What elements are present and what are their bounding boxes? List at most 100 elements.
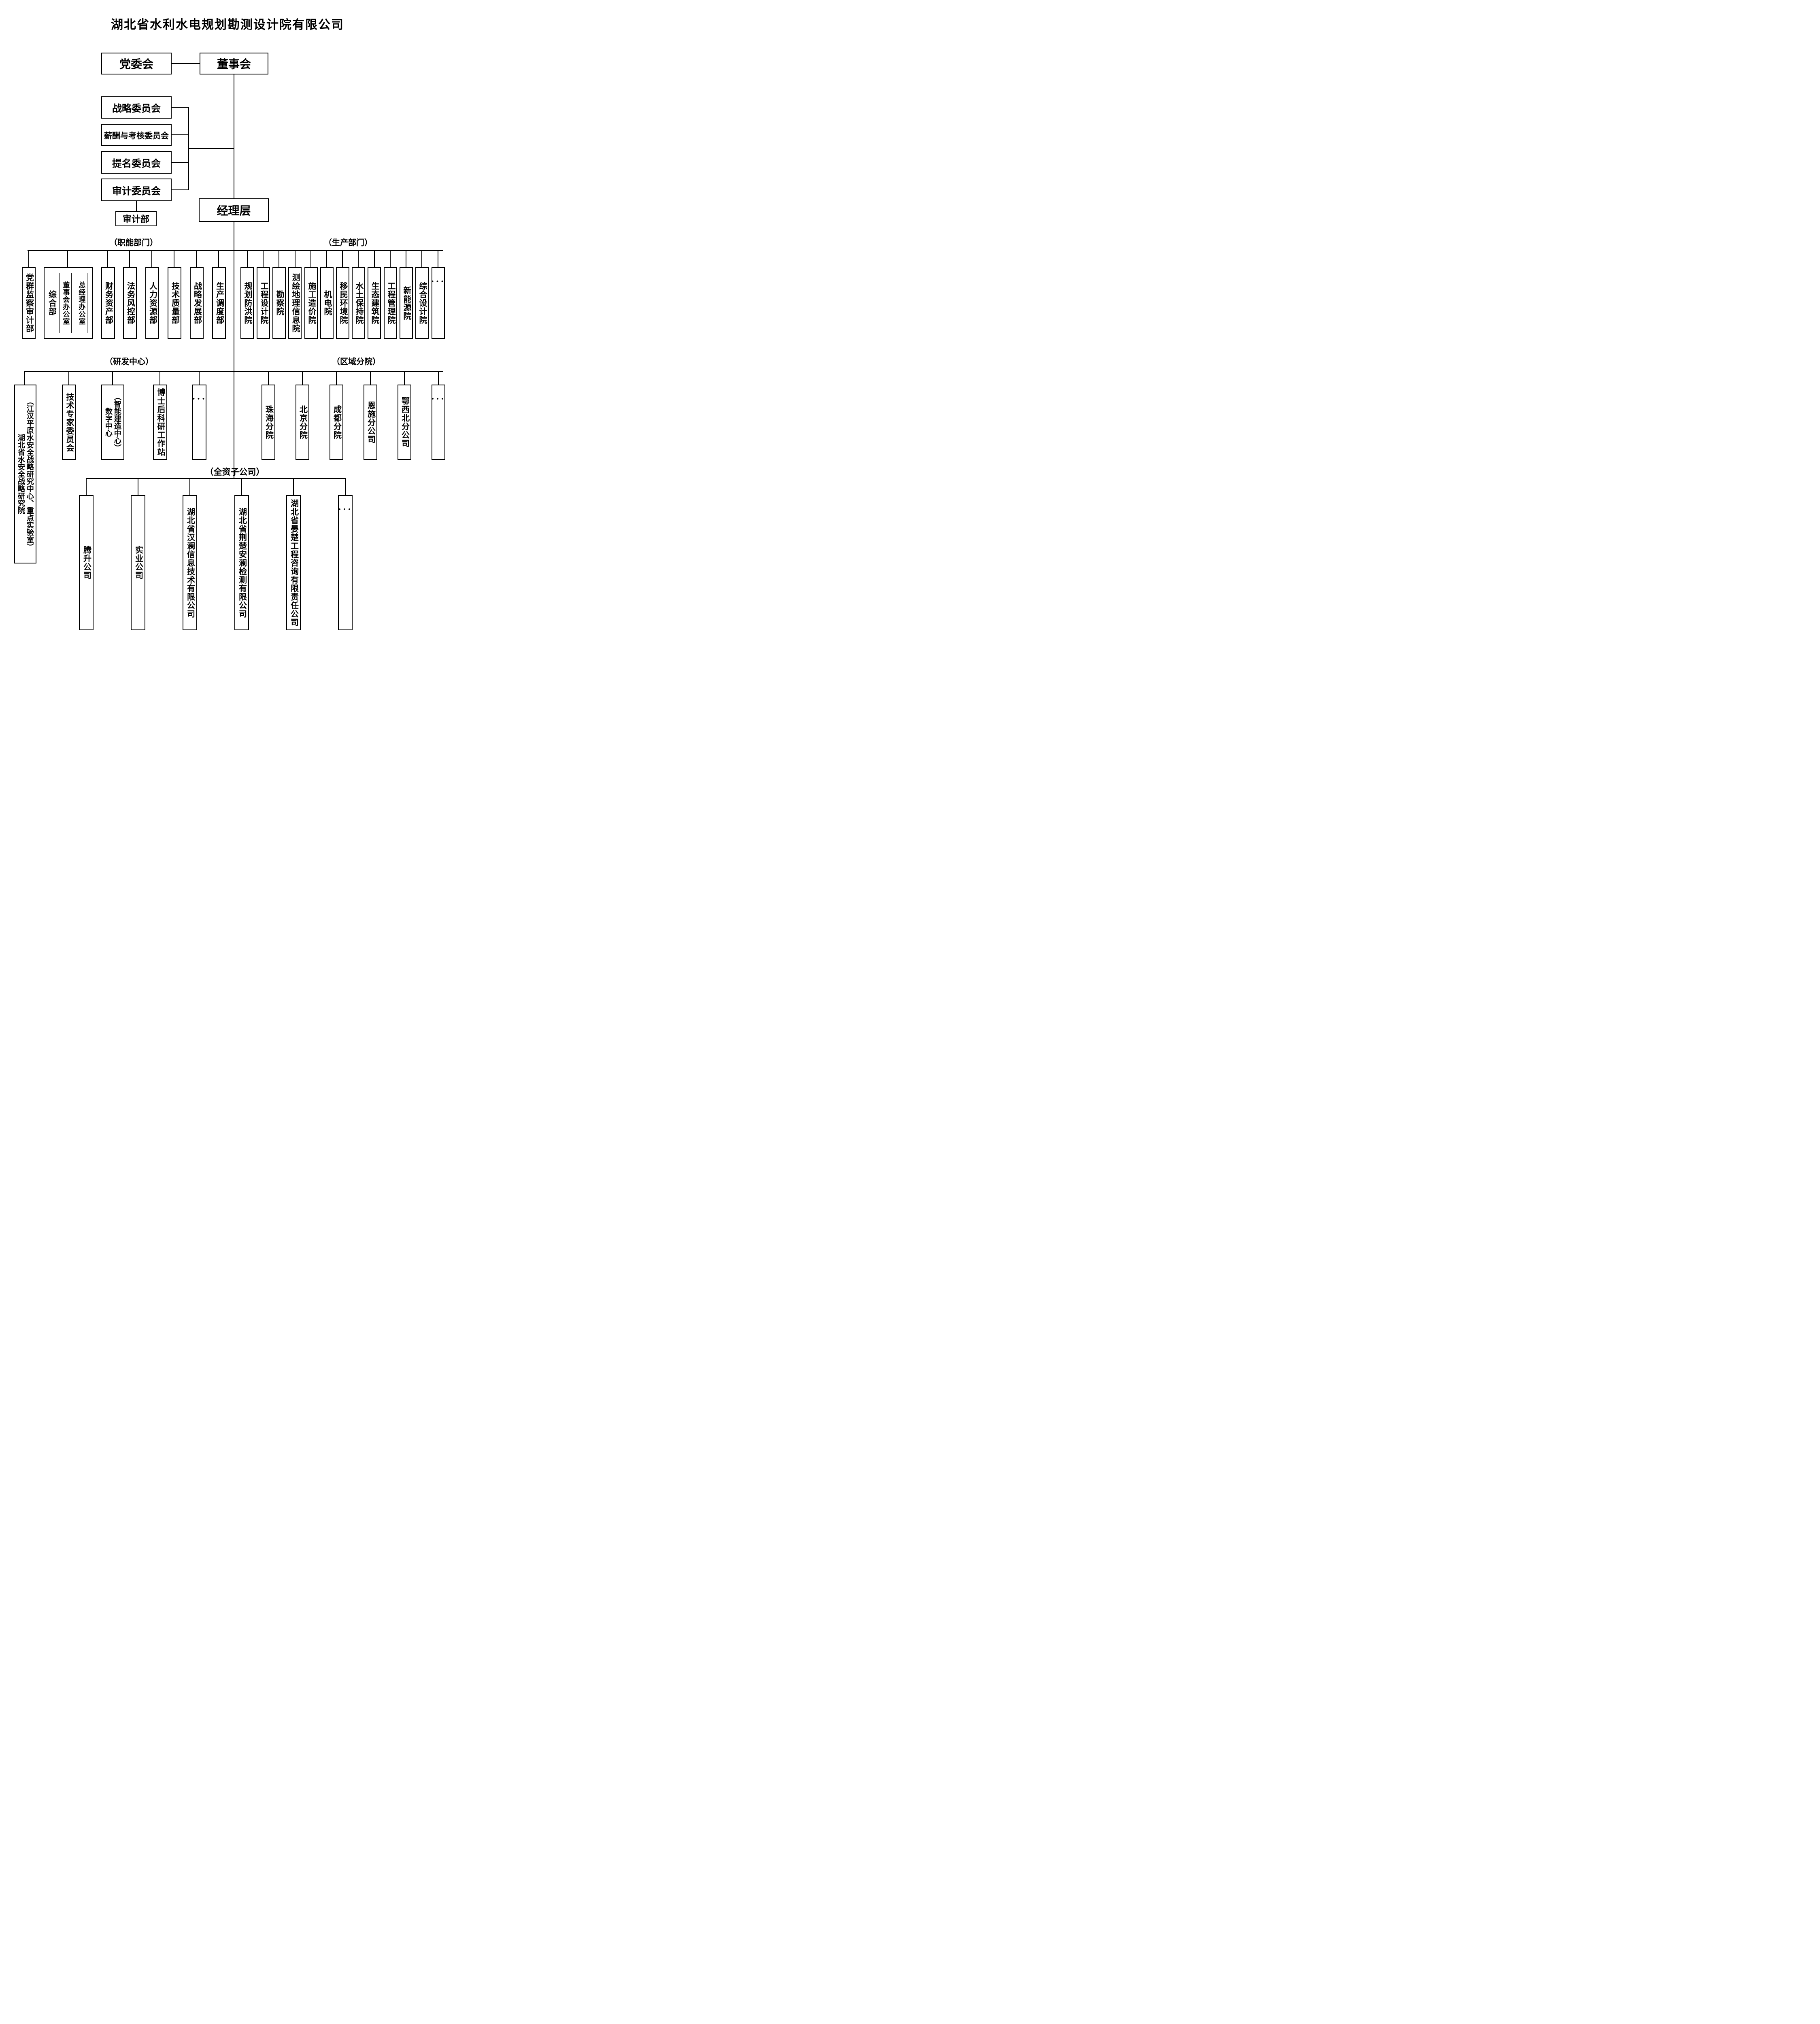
box-label: 技术专家委员会 bbox=[65, 392, 74, 452]
box-label: 工程管理院 bbox=[386, 282, 395, 324]
drop-line bbox=[370, 371, 371, 385]
rnd-box-postdoc-station: 博士后科研工作站 bbox=[153, 385, 167, 460]
ellipsis-dots: ··· bbox=[192, 394, 207, 404]
subsidiary-box-jingchu-anlan-testing: 湖北省荆楚安澜检测有限公司 bbox=[234, 495, 249, 630]
drop-line bbox=[159, 371, 160, 385]
inst-box-planning-flood: 规划防洪院 bbox=[240, 267, 254, 339]
box-label: 综合设计院 bbox=[418, 282, 427, 324]
distribution-bar bbox=[28, 250, 443, 251]
dept-box-party-mass-audit: 党群监察审计部 bbox=[22, 267, 36, 339]
drop-line bbox=[151, 250, 152, 267]
drop-line bbox=[129, 250, 130, 267]
box-party-committee: 党委会 bbox=[101, 53, 172, 74]
box-label: 测绘地理信息院 bbox=[291, 273, 300, 333]
ellipsis-dots: ··· bbox=[431, 276, 446, 287]
box-remuneration-committee: 薪酬与考核委员会 bbox=[101, 124, 172, 146]
box-label: 湖北省汉澜信息技术有限公司 bbox=[185, 507, 195, 618]
connector-line bbox=[172, 134, 188, 135]
box-label: 技术质量部 bbox=[170, 282, 179, 324]
box-label: 鄂西北分公司 bbox=[400, 397, 409, 448]
drop-line bbox=[263, 250, 264, 267]
inst-box-survey: 勘察院 bbox=[272, 267, 286, 339]
drop-line bbox=[421, 250, 422, 267]
box-audit-department: 审计部 bbox=[115, 211, 157, 226]
drop-line bbox=[390, 250, 391, 267]
office-box-gm-office: 总经理办公室 bbox=[75, 273, 87, 333]
box-label: 水土保持院 bbox=[354, 282, 363, 324]
rnd-box-digital-center: 数字中心 （智能建造中心） bbox=[101, 385, 124, 460]
inst-box-mech-electrical: 机电院 bbox=[320, 267, 334, 339]
box-label: 勘察院 bbox=[275, 290, 284, 316]
box-label: 恩施分公司 bbox=[366, 401, 375, 444]
dept-box-general: 综合部 董事会办公室 总经理办公室 bbox=[44, 267, 93, 339]
subsidiary-box-hanlan-it: 湖北省汉澜信息技术有限公司 bbox=[183, 495, 197, 630]
branch-box-zhuhai: 珠海分院 bbox=[262, 385, 275, 460]
box-label: 人力资源部 bbox=[148, 282, 157, 324]
box-label: 规划防洪院 bbox=[243, 282, 252, 324]
subsidiary-box-tengsheng: 腾升公司 bbox=[79, 495, 94, 630]
box-label: 薪酬与考核委员会 bbox=[104, 131, 169, 140]
inst-box-ellipsis: ··· bbox=[431, 267, 446, 339]
inst-box-engineering-design: 工程设计院 bbox=[257, 267, 270, 339]
drop-line bbox=[293, 478, 294, 495]
drop-line bbox=[28, 250, 29, 267]
box-label: 实业公司 bbox=[134, 546, 143, 580]
dept-box-production-dispatch: 生产调度部 bbox=[212, 267, 226, 339]
distribution-bar bbox=[86, 478, 346, 479]
box-label: 董事会办公室 bbox=[62, 281, 70, 325]
inst-box-resettlement-env: 移民环境院 bbox=[336, 267, 349, 339]
subsidiary-box-yanchu-consulting: 湖北省晏楚工程咨询有限责任公司 bbox=[286, 495, 301, 630]
subsidiary-box-ellipsis: ··· bbox=[338, 495, 353, 630]
drop-line bbox=[326, 250, 327, 267]
section-label-production: （生产部门） bbox=[324, 238, 372, 247]
inst-box-soil-water: 水土保持院 bbox=[352, 267, 365, 339]
box-label: 工程设计院 bbox=[259, 282, 268, 324]
ellipsis-dots: ··· bbox=[431, 394, 446, 404]
box-label: 经理层 bbox=[217, 205, 251, 217]
drop-line bbox=[295, 250, 296, 267]
ellipsis-dots: ··· bbox=[338, 504, 353, 515]
dept-box-tech-quality: 技术质量部 bbox=[168, 267, 181, 339]
dept-box-legal-risk: 法务风控部 bbox=[123, 267, 137, 339]
box-label: 生产调度部 bbox=[215, 282, 224, 324]
box-label: 博士后科研工作站 bbox=[156, 388, 165, 456]
dept-box-strategic-dev: 战略发展部 bbox=[190, 267, 204, 339]
branch-box-beijing: 北京分院 bbox=[296, 385, 309, 460]
box-label: 施工造价院 bbox=[307, 282, 316, 324]
box-label: 财务资产部 bbox=[104, 282, 113, 324]
box-label: 新能源院 bbox=[402, 286, 411, 320]
box-nomination-committee: 提名委员会 bbox=[101, 151, 172, 174]
inst-box-new-energy: 新能源院 bbox=[400, 267, 413, 339]
drop-line bbox=[189, 478, 190, 495]
drop-line bbox=[438, 371, 439, 385]
box-label: 移民环境院 bbox=[338, 282, 347, 324]
branch-box-enshi: 恩施分公司 bbox=[364, 385, 377, 460]
rnd-box-expert-committee: 技术专家委员会 bbox=[62, 385, 76, 460]
box-audit-committee: 审计委员会 bbox=[101, 179, 172, 201]
box-label: 机电院 bbox=[323, 290, 332, 316]
box-management: 经理层 bbox=[199, 198, 269, 222]
drop-line bbox=[24, 371, 25, 385]
distribution-bar bbox=[24, 371, 443, 372]
drop-line bbox=[68, 371, 69, 385]
inst-box-construction-cost: 施工造价院 bbox=[304, 267, 318, 339]
dept-box-hr: 人力资源部 bbox=[145, 267, 159, 339]
connector-line bbox=[172, 189, 188, 190]
box-label: 法务风控部 bbox=[125, 282, 135, 324]
drop-line bbox=[107, 250, 108, 267]
drop-line bbox=[196, 250, 197, 267]
drop-line bbox=[241, 478, 242, 495]
drop-line bbox=[268, 371, 269, 385]
org-chart: 湖北省水利水电规划勘测设计院有限公司 bbox=[0, 0, 455, 647]
connector-line bbox=[172, 63, 200, 64]
subsidiary-box-industrial: 实业公司 bbox=[131, 495, 145, 630]
box-label: 党群监察审计部 bbox=[24, 273, 34, 333]
branch-box-chengdu: 成都分院 bbox=[330, 385, 343, 460]
section-label-subsidiaries: （全资子公司） bbox=[205, 467, 265, 477]
box-board: 董事会 bbox=[200, 53, 268, 74]
drop-line bbox=[86, 478, 87, 495]
dept-box-finance-assets: 财务资产部 bbox=[101, 267, 115, 339]
box-strategy-committee: 战略委员会 bbox=[101, 96, 172, 119]
branch-box-ellipsis: ··· bbox=[431, 385, 446, 460]
drop-line bbox=[336, 371, 337, 385]
